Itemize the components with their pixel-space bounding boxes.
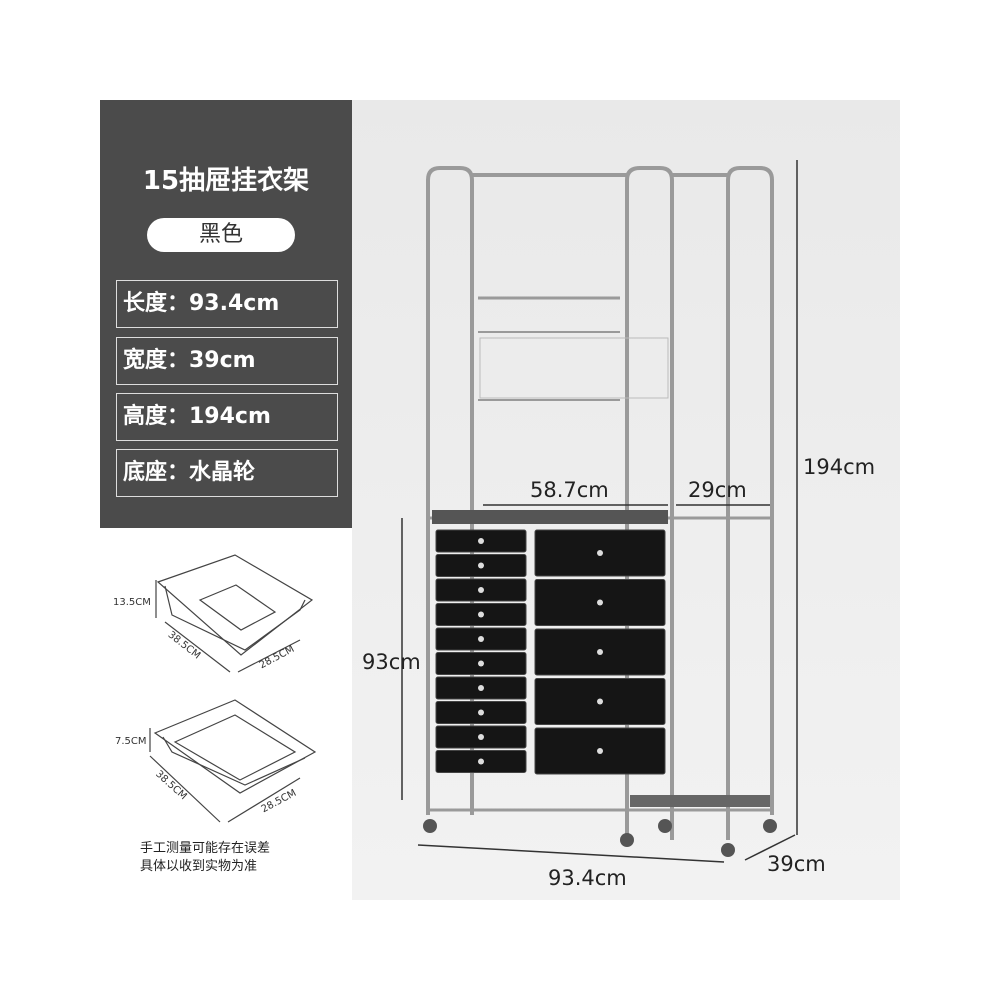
drawer-knob (597, 599, 603, 606)
drawer-diagrams (149, 554, 317, 823)
drawer-knob (478, 734, 484, 740)
drawer-knob (597, 550, 603, 556)
mesh-panel (479, 337, 669, 399)
drawer-knob (597, 649, 603, 655)
small-drawer-height: 7.5CM (115, 736, 147, 747)
drawer-knob (597, 748, 603, 754)
drawer-knob (478, 636, 484, 642)
large-drawer-icon (155, 554, 314, 673)
drawer-knob (478, 587, 484, 593)
depth-label: 39cm (767, 852, 826, 876)
spec-width: 宽度：39cm (116, 337, 338, 385)
drawer-knob (478, 685, 484, 691)
spec-length: 长度：93.4cm (116, 280, 338, 328)
wheels (423, 819, 777, 857)
bottom-shelf (630, 795, 770, 807)
right-drawer-column (534, 529, 666, 775)
dimension-lines (401, 160, 798, 863)
total-height-label: 194cm (803, 455, 876, 479)
total-length-label: 93.4cm (548, 866, 627, 890)
left-drawer-column (435, 529, 527, 773)
side-width-label: 29cm (688, 478, 747, 502)
note-line-1: 手工测量可能存在误差 (140, 841, 271, 856)
drawer-knob (478, 758, 484, 765)
product-title: 15抽屉挂衣架 (142, 166, 310, 196)
small-drawer-icon (149, 699, 317, 823)
spec-height: 高度：194cm (116, 393, 338, 441)
drawer-knob (478, 538, 484, 544)
top-tray (432, 510, 668, 524)
spec-panel: 15抽屉挂衣架 黑色 长度：93.4cm 宽度：39cm 高度：194cm 底座… (100, 100, 352, 528)
color-badge: 黑色 (147, 218, 295, 252)
spec-base: 底座：水晶轮 (116, 449, 338, 497)
drawer-knob (478, 611, 484, 618)
drawer-height-label: 93cm (362, 650, 421, 674)
measurement-note: 手工测量可能存在误差 具体以收到实物为准 (140, 840, 270, 876)
note-line-2: 具体以收到实物为准 (140, 859, 258, 874)
drawer-knob (478, 709, 484, 716)
drawer-knob (478, 660, 484, 667)
drawer-knob (597, 698, 603, 705)
large-drawer-height: 13.5CM (113, 597, 151, 608)
drawer-knob (478, 562, 484, 569)
drawer-width-label: 58.7cm (530, 478, 609, 502)
